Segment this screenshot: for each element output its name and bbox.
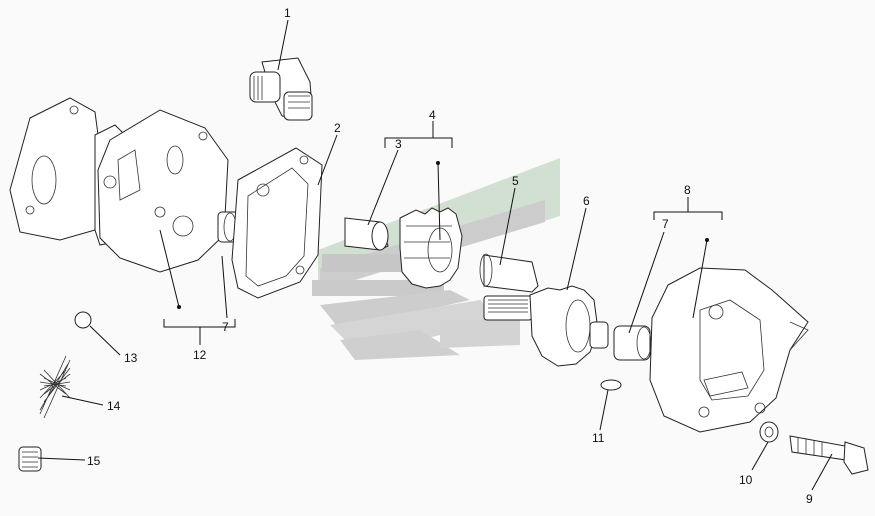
callout-6: 6 xyxy=(583,194,590,208)
front-cover xyxy=(649,267,809,433)
callout-4: 4 xyxy=(429,108,436,122)
callout-5: 5 xyxy=(512,174,519,188)
callout-3: 3 xyxy=(395,137,402,151)
callout-11: 11 xyxy=(592,431,605,445)
callout-7-left: 7 xyxy=(222,320,229,334)
shaft xyxy=(479,253,539,293)
callout-7-right: 7 xyxy=(662,217,669,231)
callout-14: 14 xyxy=(107,399,121,413)
pump-body-front xyxy=(97,109,229,273)
plug-nut xyxy=(18,446,42,472)
callout-15: 15 xyxy=(87,454,101,468)
callout-12: 12 xyxy=(193,348,207,362)
key xyxy=(600,379,622,391)
sleeve xyxy=(344,217,389,251)
leader-lines xyxy=(37,19,833,491)
callout-2: 2 xyxy=(334,121,341,135)
callout-labels: 1 2 3 4 5 6 7 7 8 9 10 11 12 13 14 15 xyxy=(87,6,813,506)
elbow-fitting xyxy=(249,57,313,121)
washer xyxy=(759,421,779,443)
spring xyxy=(39,355,71,419)
gear-lower xyxy=(483,285,609,367)
gear-upper xyxy=(399,207,463,289)
bolt xyxy=(789,435,869,475)
callout-8: 8 xyxy=(684,183,691,197)
callout-9: 9 xyxy=(806,492,813,506)
bushing-right xyxy=(613,325,652,361)
callout-1: 1 xyxy=(284,6,291,20)
ball xyxy=(74,311,92,329)
callout-10: 10 xyxy=(739,473,753,487)
gasket xyxy=(231,147,323,299)
callout-13: 13 xyxy=(124,351,138,365)
